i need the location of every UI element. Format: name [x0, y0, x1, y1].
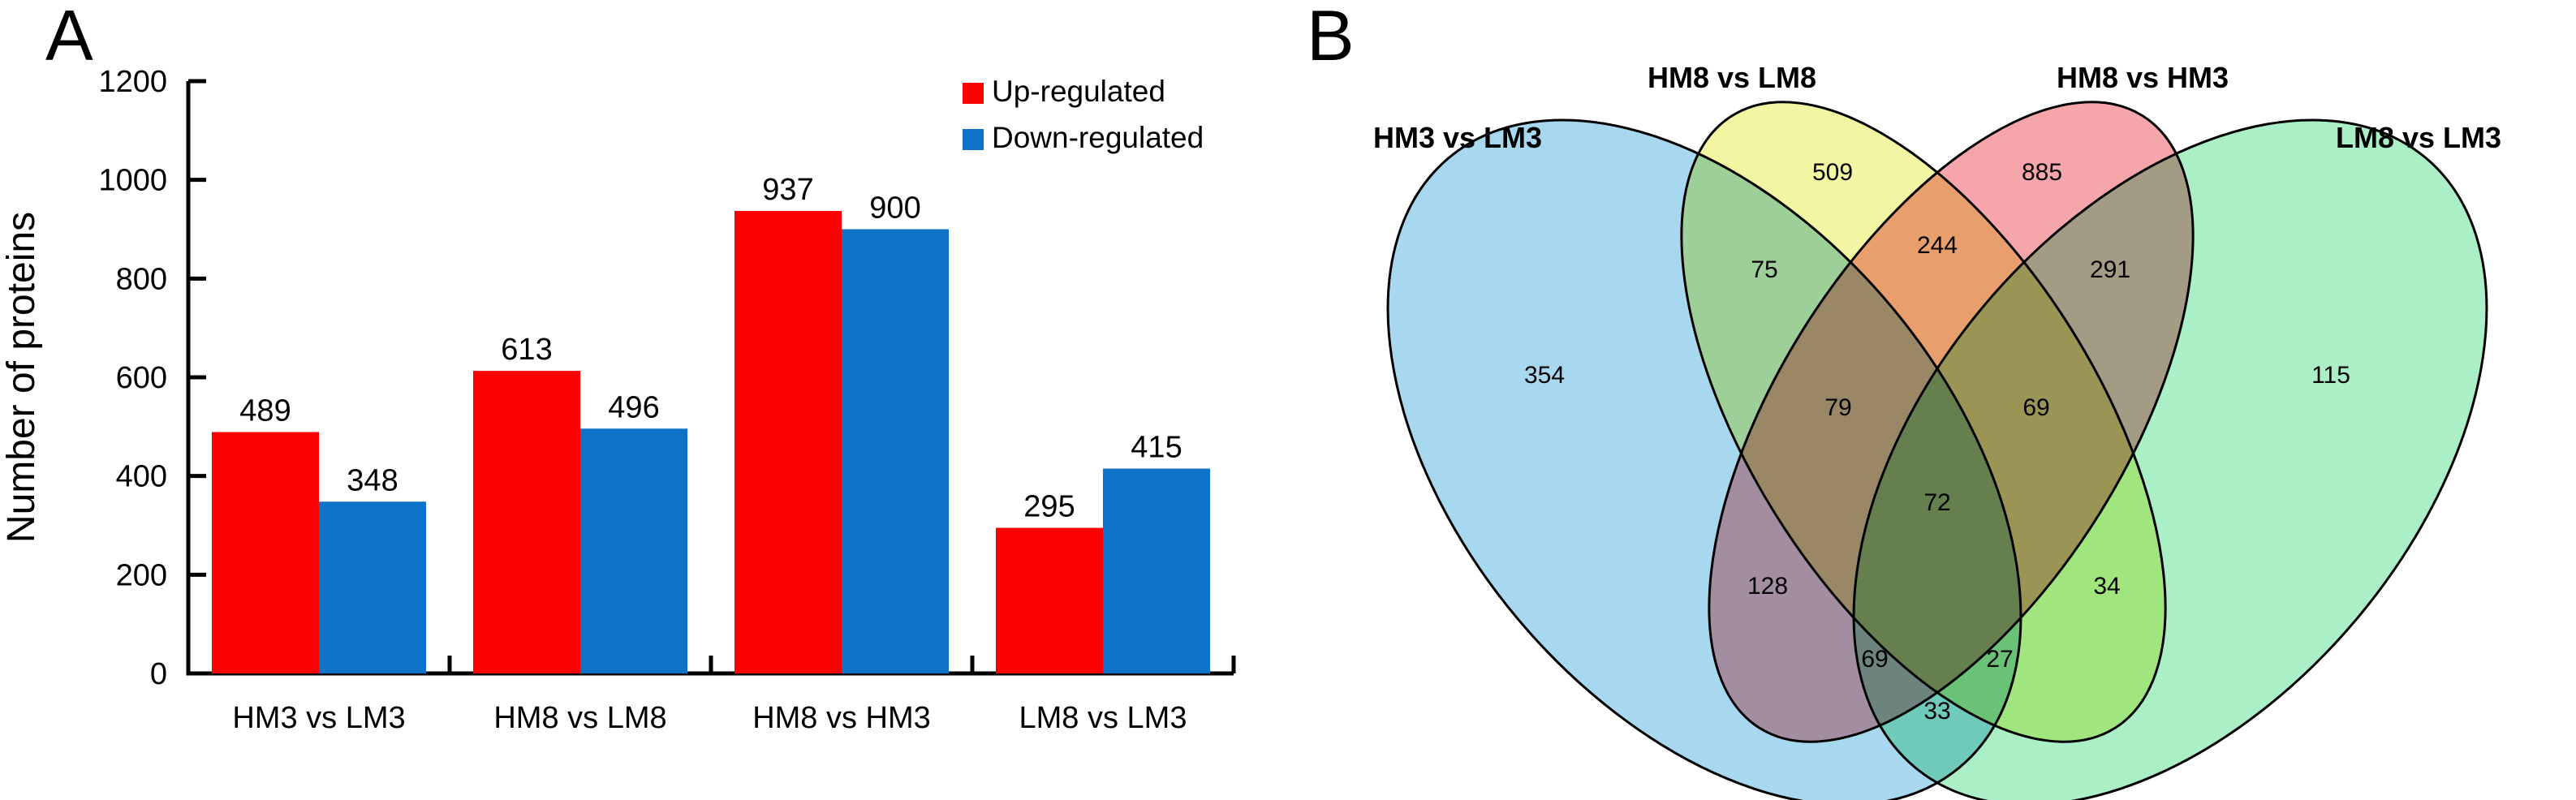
bar-up-regulated-4 — [996, 527, 1103, 673]
bar-value-label: 613 — [501, 333, 552, 367]
legend-swatch-1-icon — [963, 83, 984, 104]
venn-region-count-ABC: 79 — [1824, 394, 1851, 421]
y-tick-label: 400 — [116, 460, 167, 494]
y-axis-title: Number of proteins — [0, 212, 43, 543]
bar-down-regulated-4 — [1103, 468, 1210, 673]
panel-a-label: A — [45, 0, 93, 75]
bar-up-regulated-3 — [734, 210, 842, 673]
venn-set-label-C: HM8 vs HM3 — [2057, 61, 2229, 94]
legend-label: Up-regulated — [992, 75, 1165, 108]
venn-region-count-ACD: 69 — [1861, 646, 1888, 673]
venn-region-count-BC: 244 — [1917, 232, 1958, 259]
venn-ellipse-D — [1852, 118, 2488, 800]
bar-value-label: 415 — [1131, 431, 1182, 465]
venn-region-count-AD: 33 — [1923, 698, 1950, 725]
venn-region-count-B: 509 — [1812, 159, 1853, 186]
bar-value-label: 348 — [347, 463, 398, 497]
bar-value-label: 295 — [1023, 490, 1075, 524]
bar-down-regulated-3 — [842, 229, 949, 673]
x-category-label: HM8 vs HM3 — [752, 701, 931, 735]
y-tick-label: 800 — [116, 262, 167, 296]
y-tick-label: 1200 — [98, 65, 167, 99]
venn-region-count-D: 115 — [2311, 362, 2350, 389]
venn-region-count-C: 885 — [2022, 159, 2062, 186]
bar-value-label: 496 — [608, 390, 659, 424]
bar-value-label: 900 — [869, 191, 920, 226]
y-tick-label: 200 — [116, 558, 167, 592]
venn-set-label-B: HM8 vs LM8 — [1648, 61, 1816, 94]
legend-swatch-2-icon — [963, 129, 984, 150]
bar-value-label: 489 — [239, 394, 291, 428]
x-category-label: LM8 vs LM3 — [1019, 701, 1187, 735]
venn-region-count-CD: 291 — [2090, 256, 2130, 283]
y-tick-label: 600 — [116, 361, 167, 395]
venn-region-count-ABCD: 72 — [1923, 489, 1950, 516]
venn-region-count-ABD: 27 — [1986, 646, 2013, 673]
venn-set-label-D: LM8 vs LM3 — [2336, 121, 2501, 154]
bar-value-label: 937 — [762, 173, 813, 207]
bar-up-regulated-2 — [473, 371, 580, 673]
venn-region-count-BD: 34 — [2093, 573, 2120, 600]
venn-set-label-A: HM3 vs LM3 — [1373, 121, 1542, 154]
bar-up-regulated-1 — [212, 432, 319, 673]
legend-label: Down-regulated — [992, 121, 1204, 154]
y-tick-label: 1000 — [98, 164, 167, 198]
x-category-label: HM8 vs LM8 — [493, 701, 666, 735]
bar-down-regulated-2 — [580, 428, 687, 673]
x-category-label: HM3 vs LM3 — [232, 701, 405, 735]
venn-region-count-AB: 75 — [1751, 256, 1777, 283]
venn-region-count-BCD: 69 — [2022, 394, 2049, 421]
venn-region-count-AC: 128 — [1747, 573, 1788, 600]
bar-down-regulated-1 — [319, 501, 426, 673]
venn-region-count-A: 354 — [1524, 362, 1565, 389]
panel-b-label: B — [1307, 0, 1355, 75]
y-tick-label: 0 — [150, 657, 167, 691]
